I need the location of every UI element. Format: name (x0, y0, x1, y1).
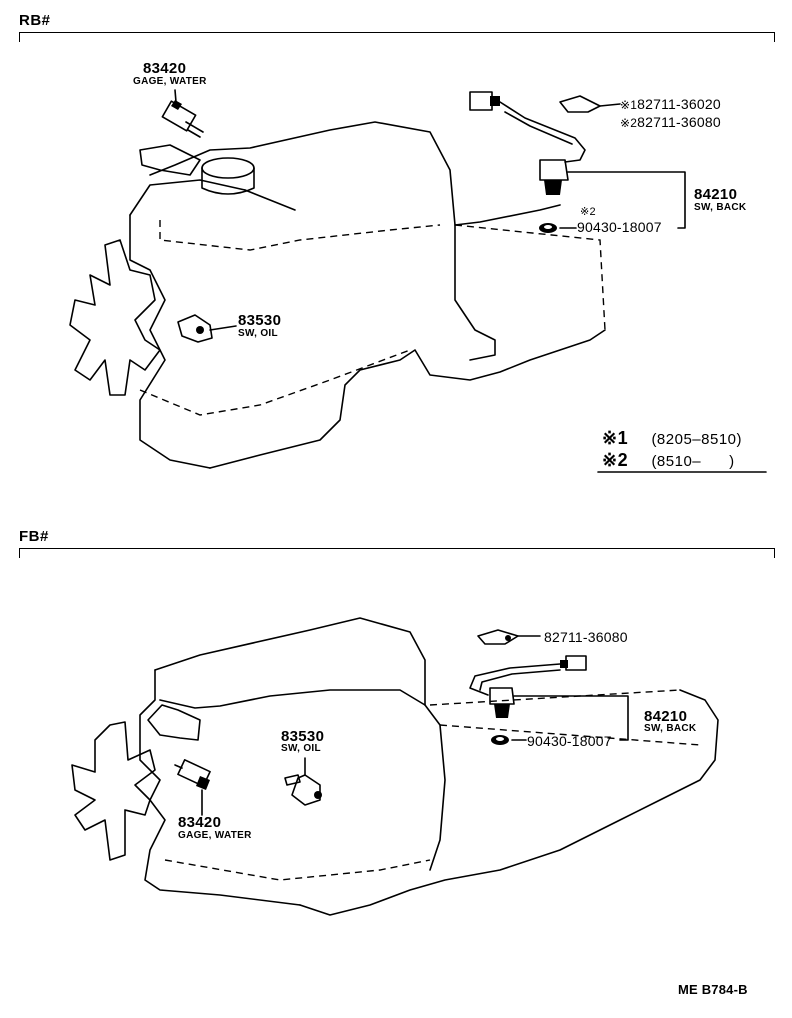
top-fan (69, 239, 161, 396)
top-clamp1-mark: ※1 (620, 98, 638, 112)
top-clamp2-number: 82711-36080 (637, 114, 721, 130)
note-2-range: (8510– ) (651, 453, 735, 470)
top-sw-oil (177, 314, 237, 343)
frame-tick-right-rb (774, 32, 775, 42)
top-sw-back-assembly (469, 91, 686, 233)
frame-tick-right-fb (774, 548, 775, 558)
note-2: ※2 (8510– ) (602, 450, 735, 471)
note-2-mark: ※2 (602, 450, 629, 470)
bottom-gage-water-number: 83420 (178, 814, 222, 831)
frame-top-fb (19, 548, 775, 549)
bottom-gage-water-sender (174, 759, 211, 816)
bottom-fan (71, 721, 156, 861)
bottom-gage-water-desc: GAGE, WATER (178, 830, 252, 841)
frame-tick-left-rb (19, 32, 20, 42)
top-clamp1-label: ※182711-36020 (620, 96, 721, 112)
frame-tick-left-fb (19, 548, 20, 558)
top-gage-water-number: 83420 (143, 60, 187, 77)
top-sw-back-number: 84210 (694, 186, 738, 203)
top-clamp2-label: ※282711-36080 (620, 114, 721, 130)
bottom-engine-block (139, 617, 719, 916)
bottom-sw-oil-desc: SW, OIL (281, 743, 321, 754)
top-clamp2-mark: ※2 (620, 116, 638, 130)
diagram-code: ME B784-B (678, 982, 748, 997)
bottom-clamp-number: 82711-36080 (544, 629, 628, 645)
section-label-fb: FB# (19, 528, 49, 545)
top-sw-oil-desc: SW, OIL (238, 328, 278, 339)
bottom-sw-back-desc: SW, BACK (644, 723, 697, 734)
bottom-sw-oil (284, 757, 322, 806)
frame-top-rb (19, 32, 775, 33)
top-gage-water-sender (161, 89, 204, 138)
bottom-sw-oil-number: 83530 (281, 728, 325, 745)
bottom-gasket-number: 90430-18007 (527, 733, 612, 749)
top-clamp1-number: 82711-36020 (637, 96, 721, 112)
section-label-rb: RB# (19, 12, 51, 29)
top-gasket-number: 90430-18007 (577, 219, 662, 235)
top-sw-oil-number: 83530 (238, 312, 282, 329)
top-gasket-mark: ※2 (580, 206, 596, 218)
note-1-mark: ※1 (602, 428, 629, 448)
top-gage-water-desc: GAGE, WATER (133, 76, 207, 87)
bottom-sw-back-number: 84210 (644, 708, 688, 725)
top-sw-back-desc: SW, BACK (694, 202, 747, 213)
top-engine-block (129, 121, 606, 469)
note-1: ※1 (8205–8510) (602, 428, 742, 449)
bottom-sw-back-assembly (469, 629, 629, 745)
note-1-range: (8205–8510) (651, 431, 743, 448)
